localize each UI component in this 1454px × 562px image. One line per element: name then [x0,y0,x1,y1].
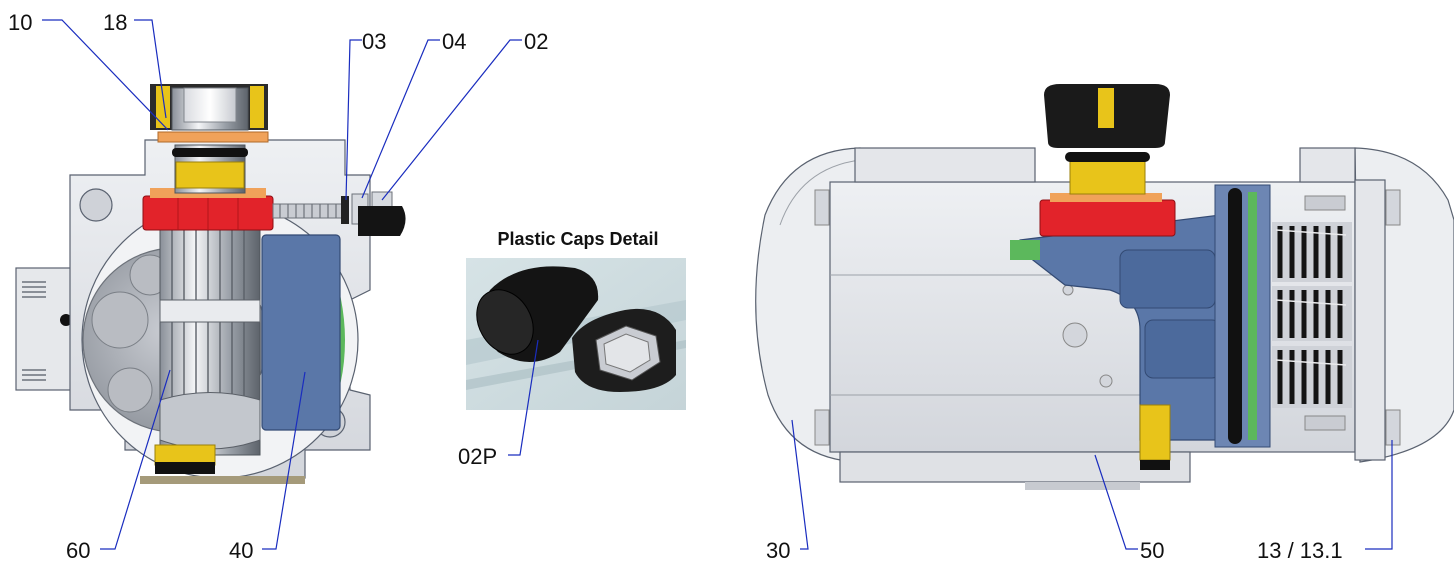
travel-stop-screw [272,203,344,219]
springs [1272,222,1352,408]
brass-bushing [175,161,245,189]
label-60: 60 [66,538,90,562]
label-40: 40 [229,538,253,562]
leader-40 [262,371,306,550]
label-18: 18 [103,10,127,35]
base-plate [140,476,305,484]
label-02: 02 [524,29,548,54]
leader-30 [791,419,809,550]
leader-13 [1365,440,1393,550]
bolt-hole [79,188,113,222]
leader-10 [42,19,169,131]
piston-block [261,234,341,431]
label-13: 13 / 13.1 [1257,538,1343,562]
leader-02p [508,339,539,456]
leader-60 [100,369,171,550]
label-50: 50 [1140,538,1164,562]
cross-section-view [15,84,406,484]
plastic-caps-detail: Plastic Caps Detail [466,229,686,410]
detail-title: Plastic Caps Detail [497,229,658,249]
label-02p: 02P [458,444,497,469]
screw-washer [341,196,349,224]
leader-50 [1094,454,1138,550]
part-labels: 10 18 03 04 02 02P 60 40 30 50 13 / 13.1 [8,10,1343,562]
leader-18 [134,19,167,119]
label-30: 30 [766,538,790,562]
red-cam-side [1039,199,1176,237]
port-thread [22,281,46,381]
label-10: 10 [8,10,32,35]
leader-03 [345,39,362,201]
piston-seal-green [1248,192,1257,440]
side-section-view [755,84,1454,490]
o-ring [1228,188,1242,444]
label-03: 03 [362,29,386,54]
washer [157,131,269,143]
leader-02 [381,39,522,201]
leader-04 [361,39,440,199]
plastic-cap [358,206,406,236]
leader-lines [42,19,1393,550]
piston-head [1214,184,1271,448]
label-04: 04 [442,29,466,54]
